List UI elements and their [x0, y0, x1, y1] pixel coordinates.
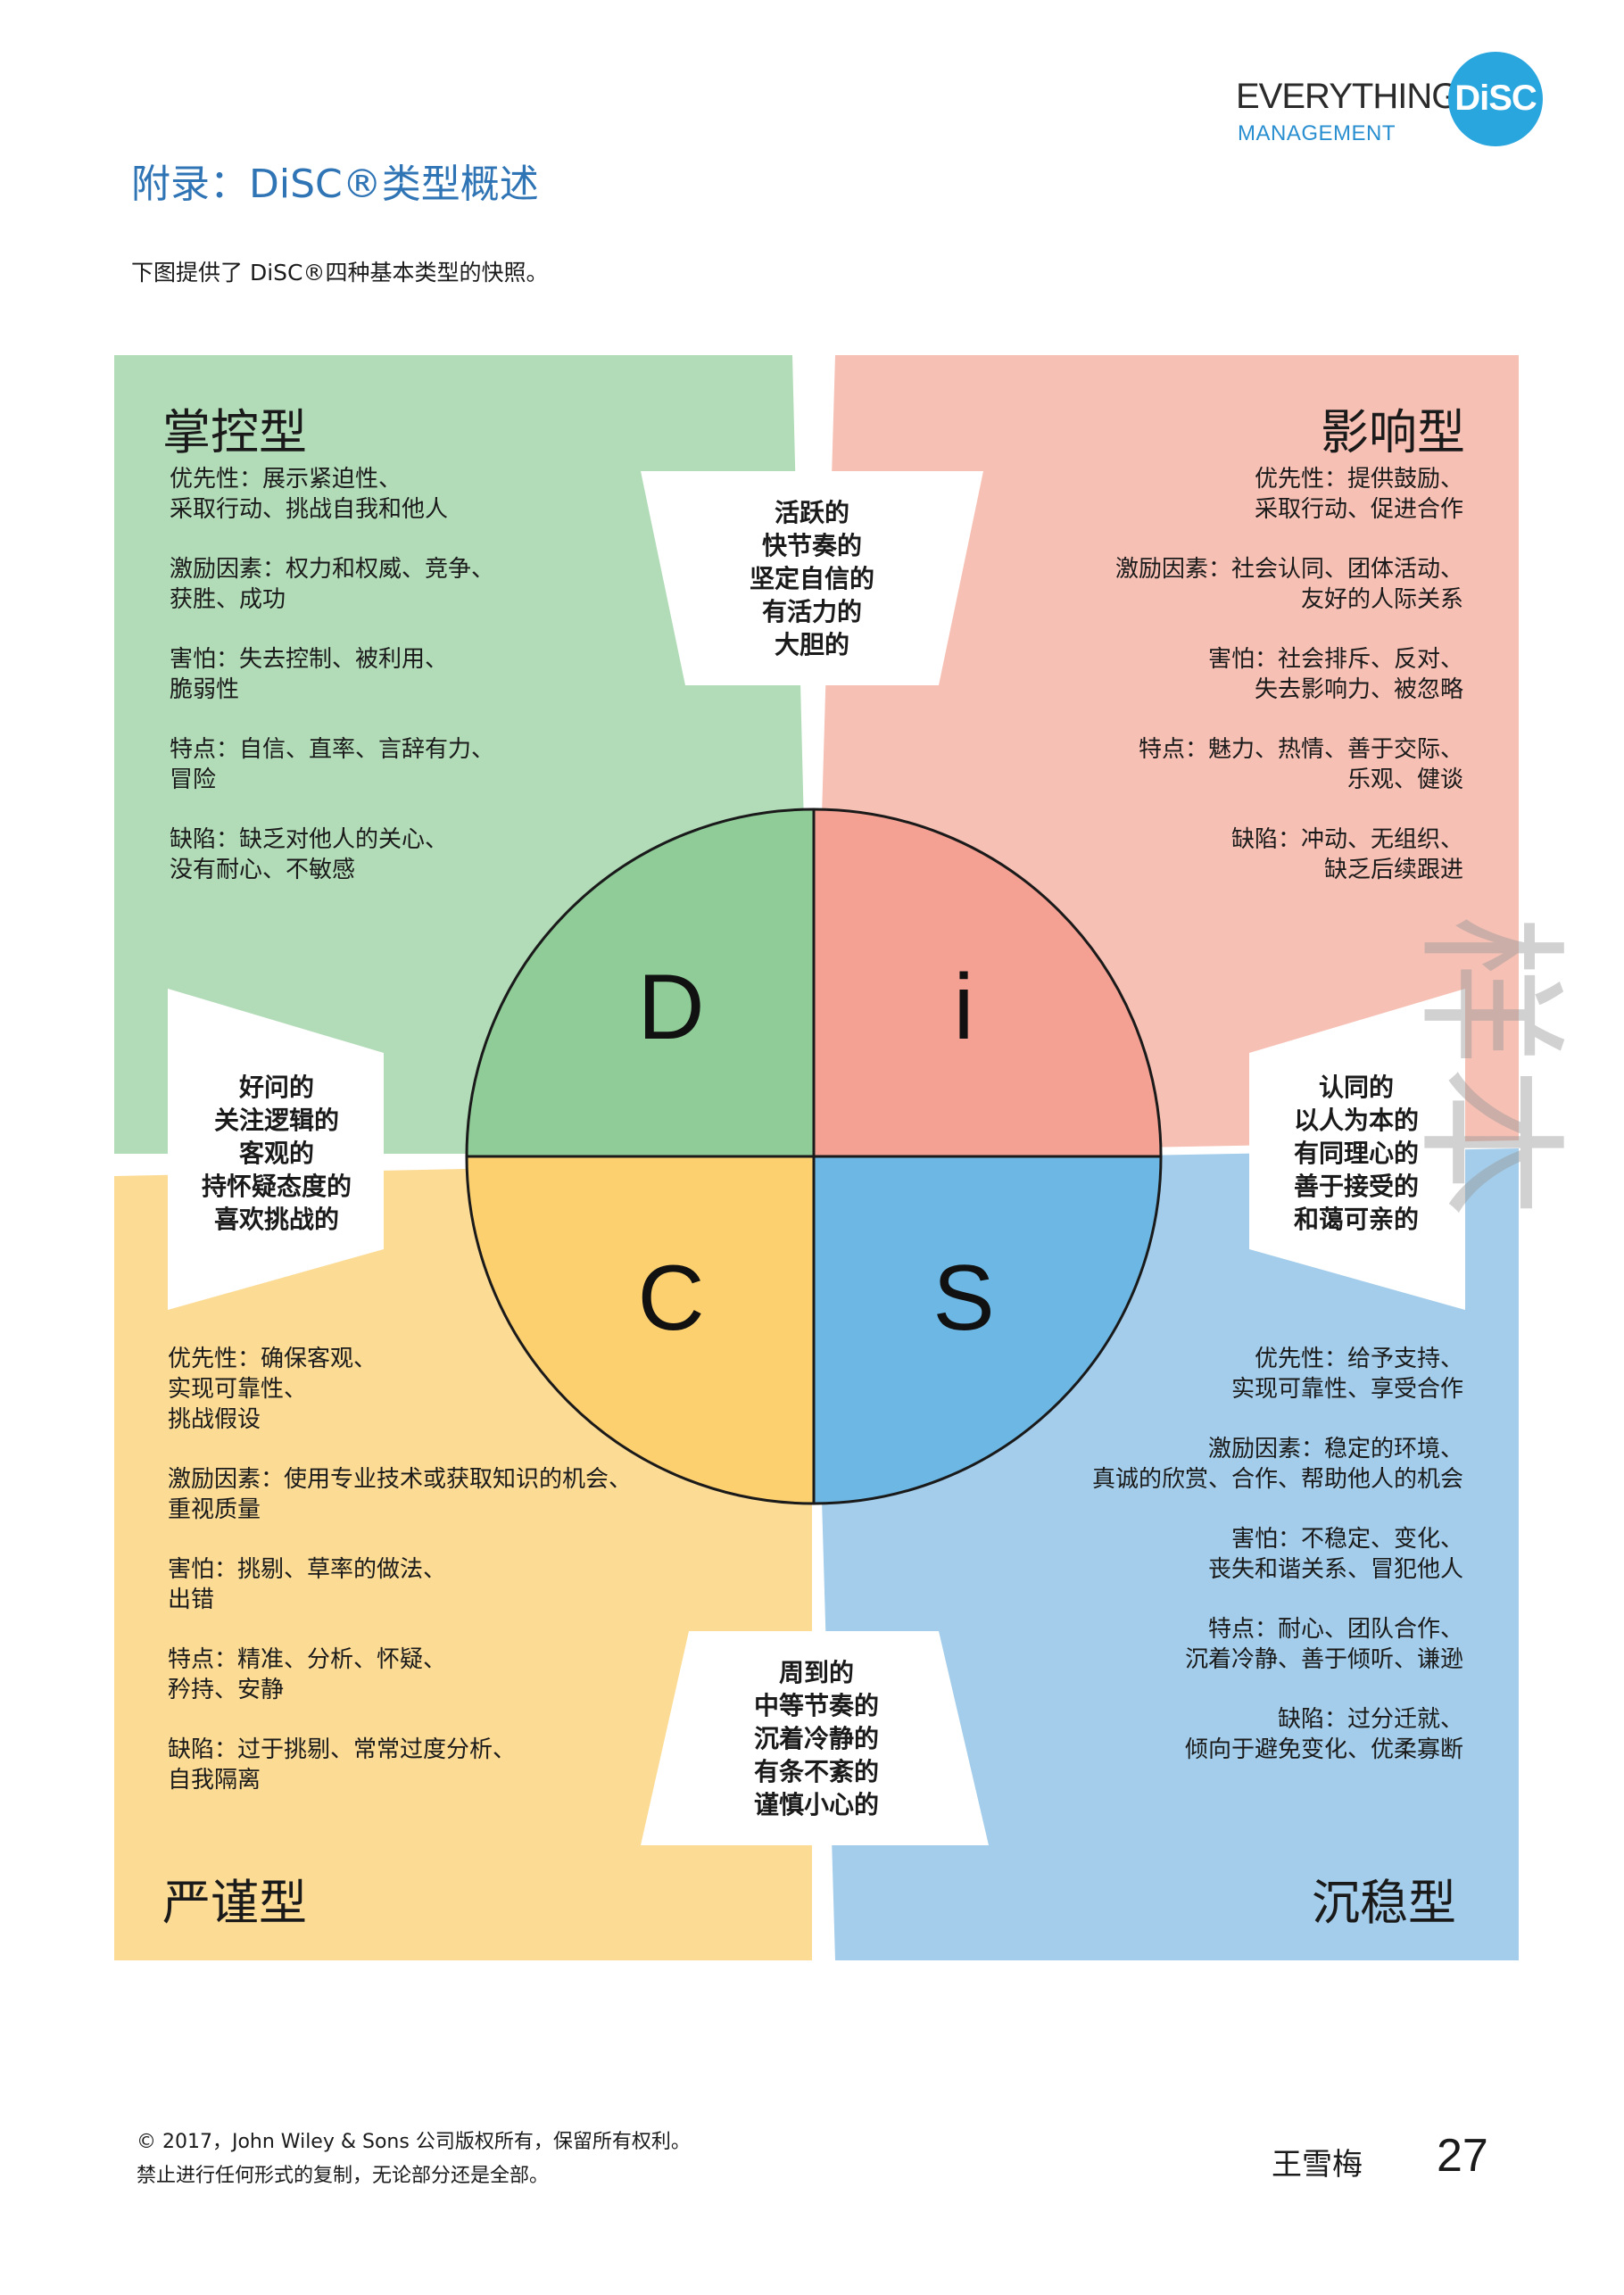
- s-motivators: 激励因素：稳定的环境、 真诚的欣赏、合作、帮助他人的机会: [1091, 1436, 1463, 1493]
- footer-copyright-block: © 2017，John Wiley & Sons 公司版权所有，保留所有权利。 …: [137, 2125, 691, 2193]
- page-number: 27: [1437, 2130, 1488, 2182]
- d-letter: D: [637, 956, 704, 1059]
- logo-management-text: MANAGEMENT: [1238, 121, 1396, 145]
- d-motivators: 激励因素：权力和权威、竞争、 获胜、成功: [170, 556, 495, 613]
- disc-circle: D i C S: [465, 808, 1163, 1505]
- d-quadrant-title: 掌控型: [162, 404, 307, 460]
- i-priorities: 优先性：提供鼓励、 采取行动、促进合作: [1254, 466, 1463, 523]
- s-quadrant-title: 沉稳型: [1312, 1875, 1456, 1931]
- trait-box-right: [1249, 989, 1465, 1310]
- s-priorities: 优先性：给予支持、 实现可靠性、享受合作: [1230, 1346, 1463, 1403]
- sample-watermark-text: 样本: [1400, 915, 1566, 1218]
- d-circle-sector: [467, 809, 814, 1156]
- s-fears: 害怕：不稳定、变化、 丧失和谐关系、冒犯他人: [1207, 1526, 1463, 1583]
- everything-disc-logo: EVERYTHING DiSC MANAGEMENT: [1236, 52, 1557, 159]
- footer-notice: 禁止进行任何形式的复制，无论部分还是全部。: [137, 2165, 550, 2187]
- s-characteristics: 特点：耐心、团队合作、 沉着冷静、善于倾听、谦逊: [1184, 1616, 1463, 1673]
- trait-box-top: [641, 471, 983, 685]
- c-quadrant-title: 严谨型: [162, 1875, 307, 1931]
- c-priorities: 优先性：确保客观、 实现可靠性、 挑战假设: [168, 1346, 377, 1433]
- i-circle-sector: [814, 809, 1161, 1156]
- d-priorities: 优先性：展示紧迫性、 采取行动、挑战自我和他人: [170, 466, 449, 523]
- page-title: 附录：DiSC®类型概述: [131, 162, 539, 207]
- traits-top: 活跃的 快节奏的 坚定自信的 有活力的 大胆的: [749, 498, 874, 659]
- traits-right: 认同的 以人为本的 有同理心的 善于接受的 和蔼可亲的: [1293, 1073, 1419, 1234]
- i-motivators: 激励因素：社会认同、团体活动、 友好的人际关系: [1114, 556, 1463, 613]
- trait-box-bottom: [641, 1631, 989, 1845]
- s-limitations: 缺陷：过分迁就、 倾向于避免变化、优柔寡断: [1184, 1706, 1463, 1763]
- i-quadrant-title: 影响型: [1321, 404, 1465, 460]
- traits-bottom: 周到的 中等节奏的 沉着冷静的 有条不紊的 谨慎小心的: [753, 1658, 879, 1819]
- c-motivators: 激励因素：使用专业技术或获取知识的机会、 重视质量: [168, 1466, 633, 1523]
- c-limitations: 缺陷：过于挑剔、常常过度分析、 自我隔离: [168, 1736, 517, 1794]
- d-fears: 害怕：失去控制、被利用、 脆弱性: [170, 646, 449, 703]
- c-fears: 害怕：挑剔、草率的做法、 出错: [168, 1556, 447, 1613]
- i-limitations: 缺陷：冲动、无组织、 缺乏后续跟进: [1230, 826, 1463, 883]
- s-letter: S: [932, 1247, 994, 1350]
- c-circle-sector: [467, 1156, 814, 1504]
- i-characteristics: 特点：魅力、热情、善于交际、 乐观、健谈: [1138, 736, 1463, 793]
- i-letter: i: [953, 956, 974, 1059]
- footer-name: 王雪梅: [1272, 2147, 1363, 2183]
- s-quadrant-details: 优先性：给予支持、 实现可靠性、享受合作 激励因素：稳定的环境、 真诚的欣赏、合…: [946, 1344, 1463, 1794]
- traits-left: 好问的 关注逻辑的 客观的 持怀疑态度的 喜欢挑战的: [201, 1073, 352, 1234]
- trait-box-left: [168, 989, 384, 1310]
- d-quadrant-details: 优先性：展示紧迫性、 采取行动、挑战自我和他人 激励因素：权力和权威、竞争、 获…: [170, 464, 651, 915]
- s-circle-sector: [814, 1156, 1161, 1504]
- i-quadrant-details: 优先性：提供鼓励、 采取行动、促进合作 激励因素：社会认同、团体活动、 友好的人…: [982, 464, 1463, 915]
- c-quadrant-details: 优先性：确保客观、 实现可靠性、 挑战假设 激励因素：使用专业技术或获取知识的机…: [168, 1344, 703, 1825]
- logo-circle-icon: [1448, 52, 1543, 146]
- footer-copyright: © 2017，John Wiley & Sons 公司版权所有，保留所有权利。: [137, 2131, 691, 2153]
- logo-disc-text: DiSC: [1454, 79, 1537, 118]
- i-fears: 害怕：社会排斥、反对、 失去影响力、被忽略: [1207, 646, 1463, 703]
- intro-text: 下图提供了 DiSC®四种基本类型的快照。: [131, 260, 549, 286]
- d-characteristics: 特点：自信、直率、言辞有力、 冒险: [170, 736, 495, 793]
- sample-watermark: 样本: [1400, 915, 1566, 1218]
- c-characteristics: 特点：精准、分析、怀疑、 矜持、安静: [168, 1646, 447, 1703]
- d-limitations: 缺陷：缺乏对他人的关心、 没有耐心、不敏感: [170, 826, 449, 883]
- c-letter: C: [637, 1247, 704, 1350]
- logo-everything-text: EVERYTHING: [1236, 77, 1459, 116]
